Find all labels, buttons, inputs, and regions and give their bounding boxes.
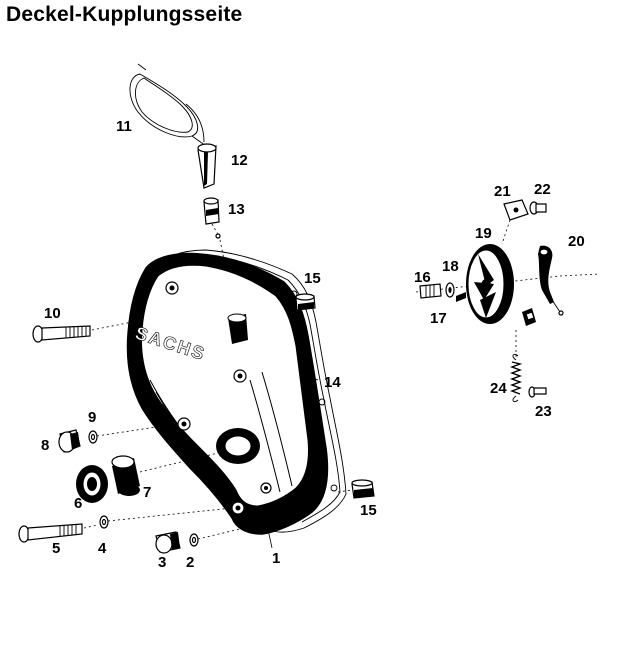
bracket-part bbox=[522, 308, 536, 326]
callout-3: 3 bbox=[158, 554, 166, 571]
cable-coil-part bbox=[129, 63, 207, 147]
washer-2-part bbox=[189, 527, 245, 547]
callout-13: 13 bbox=[228, 201, 245, 218]
drain-plug-part bbox=[155, 531, 181, 554]
clamp-part bbox=[501, 199, 529, 245]
callout-11: 11 bbox=[116, 118, 132, 135]
callout-8: 8 bbox=[41, 437, 49, 454]
return-spring-part bbox=[510, 330, 523, 403]
bearing-sleeve-part bbox=[111, 451, 223, 496]
release-lever-part bbox=[538, 245, 564, 316]
callout-1: 1 bbox=[272, 550, 280, 567]
page-title: Deckel-Kupplungsseite bbox=[6, 3, 243, 26]
cable-adjuster-part bbox=[197, 143, 217, 189]
callout-15-lower: 15 bbox=[360, 502, 377, 519]
callout-17: 17 bbox=[430, 310, 447, 327]
callout-18: 18 bbox=[442, 258, 459, 275]
callout-10: 10 bbox=[44, 305, 61, 322]
washer-4-part bbox=[99, 507, 233, 529]
callout-9: 9 bbox=[88, 409, 96, 426]
callout-21: 21 bbox=[494, 183, 511, 200]
callout-22: 22 bbox=[534, 181, 551, 198]
small-pin-part bbox=[456, 292, 466, 302]
adjusting-screw-part bbox=[419, 283, 442, 299]
callout-20: 20 bbox=[568, 233, 585, 250]
clamp-screw-part bbox=[529, 201, 547, 215]
callout-6: 6 bbox=[74, 495, 82, 512]
release-disc-part bbox=[466, 244, 514, 324]
seal-ring-part bbox=[76, 465, 108, 503]
dowel-sleeve-lower bbox=[337, 479, 375, 499]
callout-labels: 1 2 3 4 5 6 7 8 9 10 11 12 13 14 15 15 1… bbox=[41, 118, 585, 571]
callout-24: 24 bbox=[490, 380, 507, 397]
callout-2: 2 bbox=[186, 554, 194, 571]
callout-23: 23 bbox=[535, 403, 552, 420]
callout-15-upper: 15 bbox=[304, 270, 321, 287]
clutch-cover-part: SACHS bbox=[126, 252, 329, 535]
callout-14: 14 bbox=[324, 374, 341, 391]
dowel-sleeve-upper bbox=[295, 293, 316, 311]
callout-12: 12 bbox=[231, 152, 248, 169]
washer-9-part bbox=[88, 423, 177, 444]
long-screw-part bbox=[32, 321, 133, 343]
callout-5: 5 bbox=[52, 540, 60, 557]
lower-screw-part bbox=[18, 523, 99, 543]
lock-nut-part bbox=[445, 282, 455, 298]
pin-23-part bbox=[528, 386, 547, 398]
callout-4: 4 bbox=[98, 540, 107, 557]
callout-16: 16 bbox=[414, 269, 431, 286]
callout-19: 19 bbox=[475, 225, 492, 242]
callout-7: 7 bbox=[143, 484, 151, 501]
inspection-plug-part bbox=[58, 429, 81, 453]
cable-nipple-part bbox=[203, 197, 221, 239]
